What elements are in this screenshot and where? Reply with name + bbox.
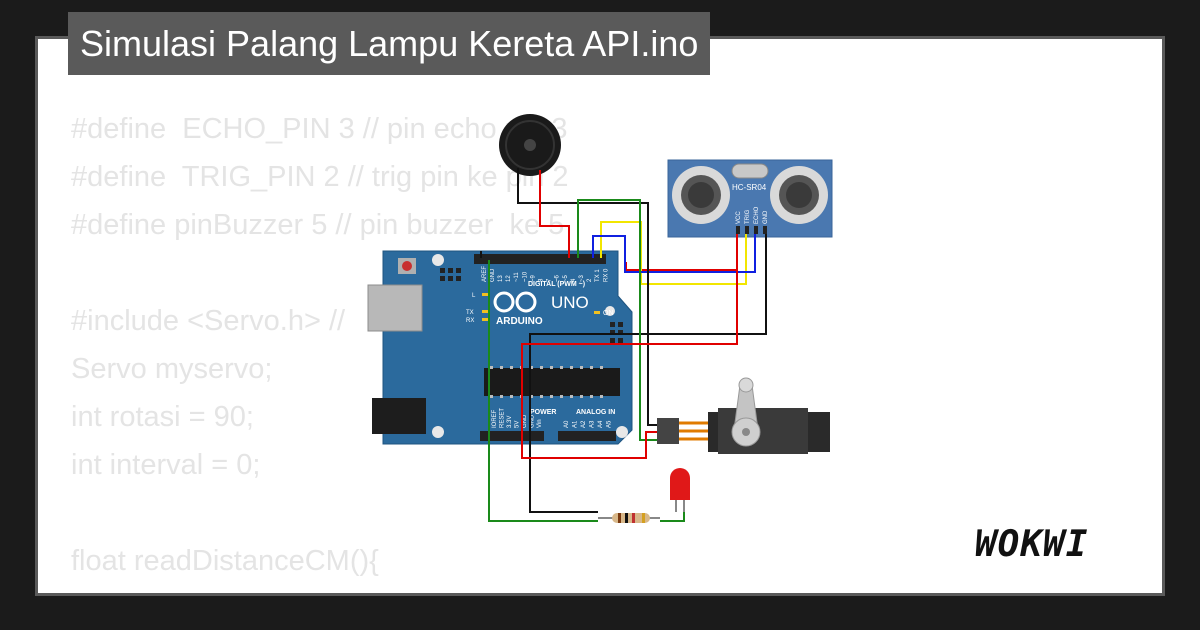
resistor xyxy=(598,513,660,523)
analog-pin-label: A0 xyxy=(564,420,570,428)
digital-pin-label: TX 1 xyxy=(595,269,601,282)
wire-red-buzzer xyxy=(539,170,570,258)
analog-pin-label: A2 xyxy=(581,420,587,428)
power-pin-label: Vin xyxy=(537,419,543,428)
digital-pin-label: 2 xyxy=(587,278,593,282)
wire-black-sensor-gnd xyxy=(529,234,767,513)
code-line: int interval = 0; xyxy=(71,449,261,481)
power-jack xyxy=(372,398,426,434)
digital-pin-label: ~10 xyxy=(522,271,528,282)
analog-header xyxy=(558,431,616,441)
code-line: #include <Servo.h> // xyxy=(71,305,346,337)
usb-port xyxy=(367,284,423,332)
wokwi-logo: WOKWI xyxy=(975,524,1089,565)
wire-black-buzzer xyxy=(517,168,657,426)
tx-led xyxy=(482,310,489,313)
wire-led-anode xyxy=(660,512,685,522)
arduino-uno-board: ARDUINO UNO DIGITAL (PWM ~) POWER ANALOG… xyxy=(367,250,633,445)
sensor-pin-label: VCC xyxy=(736,211,742,224)
sensor-pin-label: TRIG xyxy=(745,209,751,224)
wire-red-servo xyxy=(521,260,738,459)
tx-label: TX xyxy=(466,310,474,316)
power-pin-label: IOREF xyxy=(492,409,498,428)
atmega-chip xyxy=(484,368,620,396)
wires xyxy=(480,168,767,522)
digital-pin-label: ~5 xyxy=(563,274,569,282)
buzzer[interactable] xyxy=(499,114,561,176)
wire-blue-sensor-echo xyxy=(592,234,756,273)
sensor-pin-label: ECHO xyxy=(754,206,760,224)
analog-label: ANALOG IN xyxy=(576,409,615,416)
digital-pin-label: ~11 xyxy=(514,272,520,282)
analog-pin-label: A3 xyxy=(590,420,596,428)
code-line: int rotasi = 90; xyxy=(71,401,254,433)
servo-motor[interactable] xyxy=(657,377,830,454)
power-pin-label: RESET xyxy=(500,408,506,428)
code-line: #define pinBuzzer 5 // pin buzzer ke 5 xyxy=(71,209,565,241)
power-label: POWER xyxy=(530,409,556,416)
l-label: L xyxy=(472,293,476,299)
digital-pin-label: 13 xyxy=(498,275,504,282)
rx-led xyxy=(482,318,489,321)
digital-header xyxy=(474,254,606,264)
sensor-model-label: HC-SR04 xyxy=(732,183,767,192)
power-pin-label: GND xyxy=(522,414,528,428)
red-led[interactable] xyxy=(670,468,690,512)
digital-pin-label: 4 xyxy=(571,278,577,282)
on-led xyxy=(594,311,600,314)
digital-pin-label: ~3 xyxy=(579,274,585,282)
aref-label: AREF xyxy=(482,266,488,282)
rx-label: RX xyxy=(466,318,474,324)
digital-pin-label: 8 xyxy=(539,278,545,282)
analog-pin-label: A1 xyxy=(573,420,579,428)
analog-pin-label: A4 xyxy=(598,420,604,428)
code-line: #define ECHO_PIN 3 // pin echo pin 3 xyxy=(71,113,568,145)
project-title: Simulasi Palang Lampu Kereta API.ino xyxy=(68,12,711,75)
wire-green-led xyxy=(488,260,598,522)
digital-label: DIGITAL (PWM ~) xyxy=(528,281,585,288)
digital-pin-label: 7 xyxy=(547,278,553,282)
sensor-pin-label: GND xyxy=(763,210,769,224)
power-header xyxy=(480,431,544,441)
l-led xyxy=(482,293,489,296)
code-preview: #define ECHO_PIN 3 // pin echo pin 3 #def… xyxy=(71,105,773,593)
power-pin-label: GND xyxy=(530,414,536,428)
board-name-label: ARDUINO xyxy=(496,316,543,327)
gnd-label: GND xyxy=(490,268,496,282)
code-line: Servo myservo; xyxy=(71,353,273,385)
on-label: ON xyxy=(603,310,614,317)
digital-pin-label: 12 xyxy=(506,275,512,282)
board-model-label: UNO xyxy=(551,293,589,312)
power-pin-label: 5V xyxy=(515,421,521,428)
arduino-infinity-logo xyxy=(493,291,537,313)
digital-pin-label: ~6 xyxy=(555,274,561,282)
power-pin-label: 3.3V xyxy=(507,416,513,428)
analog-pin-label: A5 xyxy=(607,420,613,428)
reset-button[interactable] xyxy=(402,261,412,271)
digital-pin-label: ~9 xyxy=(530,274,536,282)
code-line: float readDistanceCM(){ xyxy=(71,545,379,577)
digital-pin-label: RX 0 xyxy=(603,268,609,282)
wire-red-sensor-vcc xyxy=(625,234,738,271)
